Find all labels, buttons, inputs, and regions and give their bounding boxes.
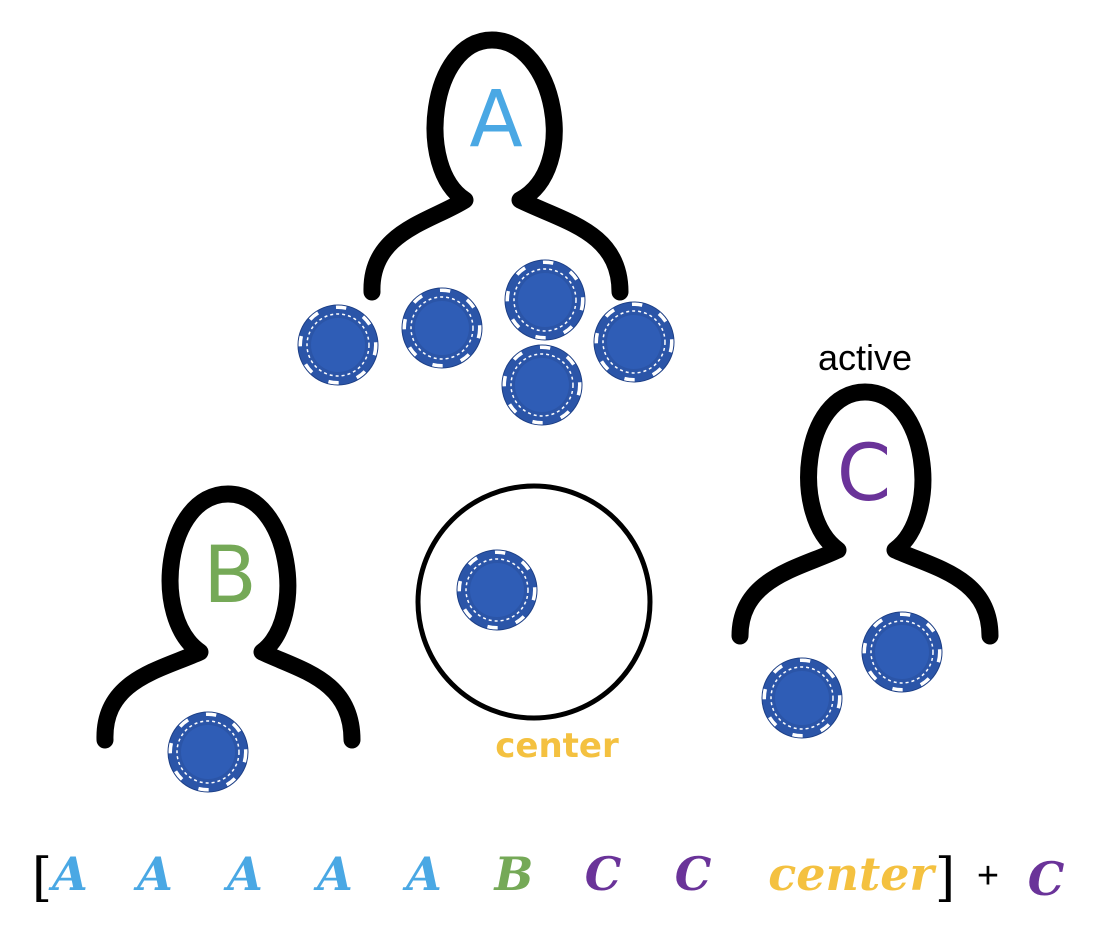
chip-icon <box>168 712 248 792</box>
chip-icon <box>762 658 842 738</box>
player-b-label: B <box>203 531 257 621</box>
player-c-silhouette <box>731 383 999 645</box>
chip-icon <box>594 302 674 382</box>
sequence-item: A <box>402 847 442 901</box>
sequence-item: center <box>768 847 937 901</box>
chip-icon <box>862 612 942 692</box>
player-a-silhouette <box>363 31 629 301</box>
chip-icon <box>298 305 378 385</box>
sequence-item: A <box>133 847 173 901</box>
player-c: active C <box>731 337 999 738</box>
player-a-label: A <box>469 75 522 165</box>
player-b-silhouette <box>96 485 361 749</box>
center-label: center <box>495 726 619 766</box>
player-c-label: C <box>837 429 891 519</box>
sequence-item: A <box>223 847 263 901</box>
player-c-chips <box>762 612 942 738</box>
sequence-plus: + <box>977 855 999 897</box>
sequence-open-bracket: [ <box>32 848 52 908</box>
sequence-extra: C <box>1028 852 1065 906</box>
active-tag: active <box>818 337 912 378</box>
sequence-item: B <box>493 847 534 901</box>
player-b: B <box>96 485 361 792</box>
center-pot: center <box>415 483 653 766</box>
sequence-item: C <box>585 847 622 901</box>
chip-icon <box>502 345 582 425</box>
chip-icon <box>457 550 537 630</box>
sequence-item: A <box>313 847 353 901</box>
sequence-close-bracket: ] <box>935 848 955 908</box>
chip-icon <box>505 260 585 340</box>
center-circle <box>415 483 653 721</box>
player-a: A <box>298 31 674 425</box>
chip-sequence: [ A A A A A B C C center ] + C <box>32 847 1065 908</box>
chip-icon <box>402 288 482 368</box>
sequence-item: C <box>675 847 712 901</box>
sequence-item: A <box>48 847 88 901</box>
